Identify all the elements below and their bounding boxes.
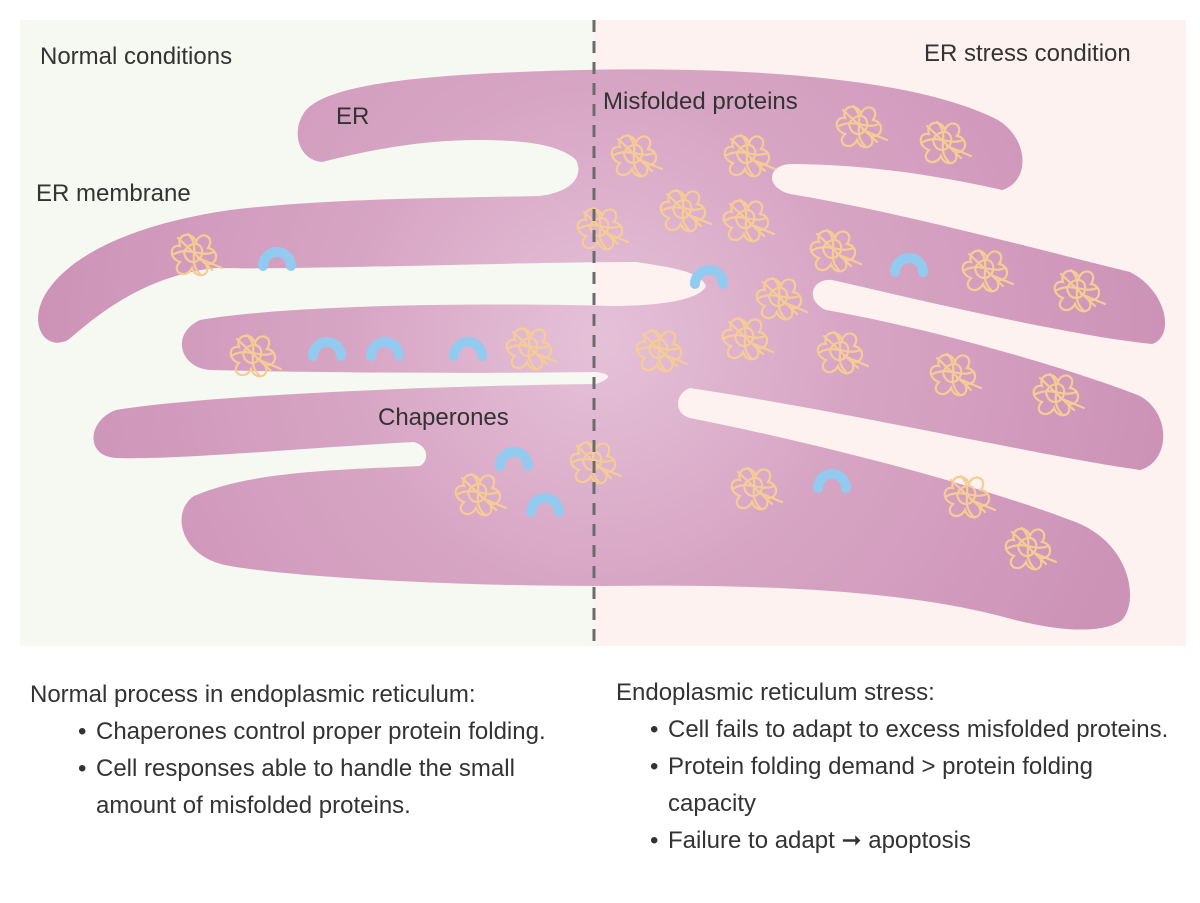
list-item: Failure to adapt ➞ apoptosis [650,822,1186,859]
list-item: Cell fails to adapt to excess misfolded … [650,711,1186,748]
er-stress-title: ER stress condition [924,40,1131,67]
list-item: Protein folding demand > protein folding… [650,748,1186,822]
list-item: Cell responses able to handle the small … [78,750,590,824]
normal-process-heading: Normal process in endoplasmic reticulum: [30,681,476,708]
list-item: Chaperones control proper protein foldin… [78,713,590,750]
endoplasmic-reticulum-shape [38,69,1166,630]
normal-process-caption: Normal process in endoplasmic reticulum:… [30,676,590,824]
er-label: ER [336,103,370,130]
er-stress-heading: Endoplasmic reticulum stress: [616,679,935,706]
normal-conditions-title: Normal conditions [40,43,233,70]
er-stress-list: Cell fails to adapt to excess misfolded … [650,711,1186,859]
chaperones-label: Chaperones [378,404,509,431]
normal-process-list: Chaperones control proper protein foldin… [78,713,590,824]
misfolded-proteins-label: Misfolded proteins [603,88,798,115]
er-stress-caption: Endoplasmic reticulum stress: Cell fails… [616,674,1186,859]
er-membrane-label: ER membrane [36,180,191,207]
